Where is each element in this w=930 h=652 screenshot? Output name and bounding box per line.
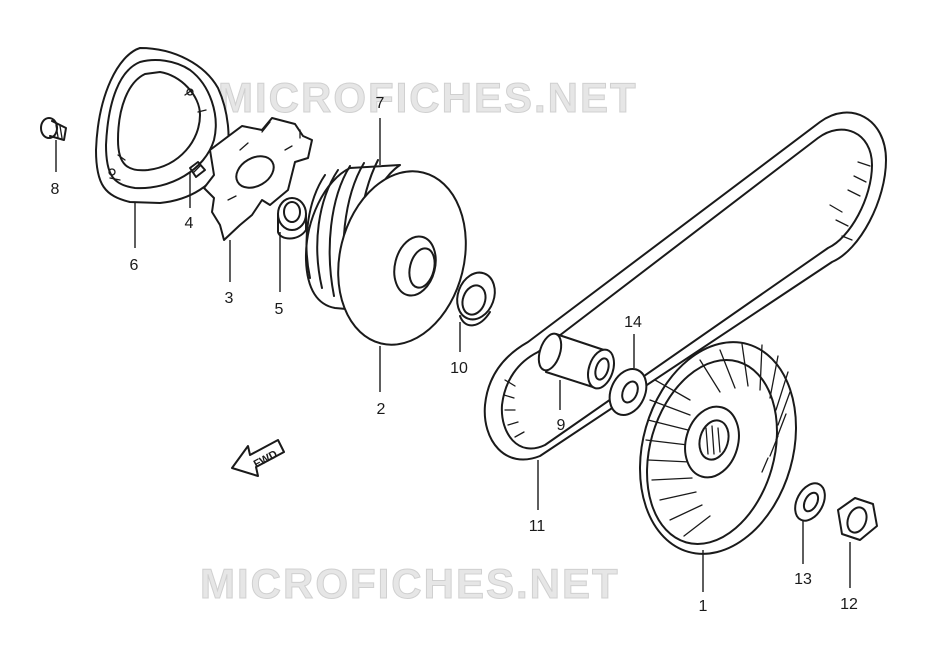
part-14-washer[interactable] — [603, 363, 654, 421]
callout-12: 12 — [840, 596, 858, 613]
callout-13: 13 — [794, 571, 812, 588]
part-6-cover-plate[interactable] — [95, 47, 230, 204]
callout-11: 11 — [529, 518, 546, 535]
leader-lines — [55, 118, 851, 592]
callout-9: 9 — [557, 417, 566, 434]
part-12-nut[interactable] — [837, 497, 878, 541]
callout-6: 6 — [130, 257, 139, 274]
callout-4: 4 — [185, 215, 194, 232]
part-10-oil-seal[interactable] — [451, 267, 501, 327]
part-8-bolt[interactable] — [40, 117, 67, 141]
part-4-clip[interactable] — [189, 161, 206, 178]
fwd-direction-arrow: FWD — [231, 439, 285, 477]
callout-14: 14 — [624, 314, 642, 331]
part-13-washer[interactable] — [789, 478, 831, 526]
part-11-v-belt[interactable] — [483, 111, 887, 461]
callout-7: 7 — [376, 95, 385, 112]
part-3-ramp-plate[interactable] — [203, 117, 313, 241]
watermark-top: MICROFICHES.NET — [218, 74, 638, 121]
callout-8: 8 — [51, 181, 60, 198]
watermark-bottom: MICROFICHES.NET — [200, 560, 620, 607]
part-5-slide-piece[interactable] — [277, 197, 307, 240]
forward-arrow-icon — [231, 439, 285, 477]
callout-2: 2 — [377, 401, 386, 418]
part-2-drive-face[interactable] — [321, 158, 484, 359]
callout-5: 5 — [275, 301, 284, 318]
callout-1: 1 — [699, 598, 708, 615]
callout-numbers: 1 2 3 4 5 6 7 8 9 10 11 12 13 14 — [51, 95, 858, 615]
callout-3: 3 — [225, 290, 234, 307]
part-1-fan-drive-face[interactable] — [616, 324, 820, 573]
callout-10: 10 — [450, 360, 468, 377]
part-9-spacer[interactable] — [535, 331, 619, 392]
